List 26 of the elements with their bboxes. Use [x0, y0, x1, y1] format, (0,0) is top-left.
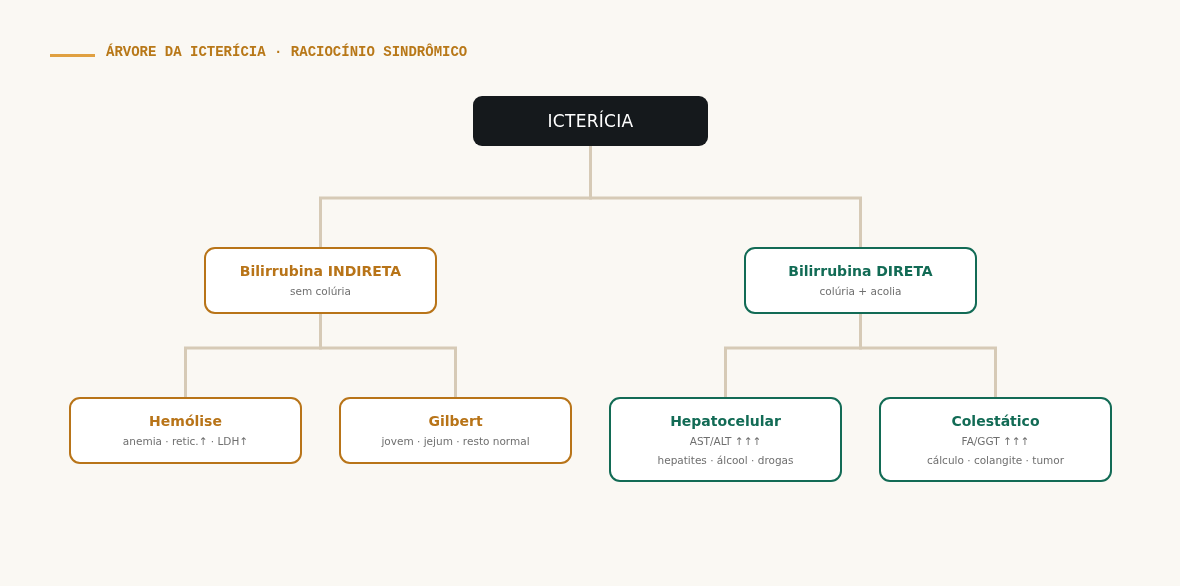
category-box: [69, 397, 302, 464]
root-box: [473, 96, 708, 146]
node-detail: jovem · jejum · resto normal: [381, 434, 530, 449]
node-heading: ICTERÍCIA: [547, 111, 634, 131]
category-box: [879, 397, 1112, 482]
category-box: [609, 397, 842, 482]
diagram-title: ÁRVORE DA ICTERÍCIA · RACIOCÍNIO SINDRÔMICO: [106, 44, 468, 60]
node-detail: FA/GGT ↑↑↑: [961, 433, 1030, 449]
category-box: [204, 247, 437, 314]
connector-line: [589, 146, 862, 247]
node-detail: sem colúria: [290, 284, 351, 299]
category-box: [339, 397, 572, 464]
node-heading: Gilbert: [428, 412, 483, 431]
node-detail: hepatites · álcool · drogas: [657, 452, 794, 468]
node-heading: Bilirrubina DIRETA: [788, 262, 933, 281]
node-heading: Hemólise: [149, 412, 222, 431]
node-detail: colúria + acolia: [819, 284, 902, 299]
node-heading: Hepatocelular: [670, 411, 781, 431]
node-detail: cálculo · colangite · tumor: [927, 452, 1064, 468]
node-detail: AST/ALT ↑↑↑: [689, 433, 762, 449]
connector-line: [319, 314, 457, 397]
category-box: [744, 247, 977, 314]
node-heading: Bilirrubina INDIRETA: [239, 262, 402, 281]
node-detail: anemia · retic.↑ · LDH↑: [122, 434, 249, 449]
connector-line: [859, 314, 997, 397]
node-heading: Colestático: [951, 411, 1040, 431]
